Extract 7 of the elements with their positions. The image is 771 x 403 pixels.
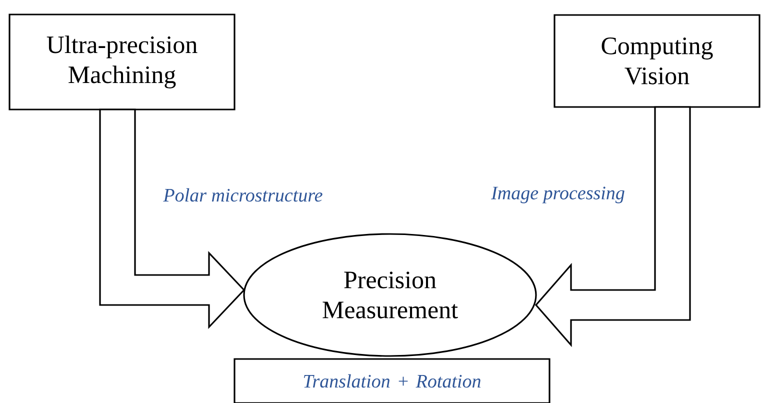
edge-label: Polar microstructure [163,188,322,202]
process-box: Computing Vision [554,14,760,108]
block-arrow [99,108,246,329]
process-box: Ultra-precision Machining [8,14,236,110]
edge-label: Image processing [491,186,624,204]
text-box: Translation + Rotation [234,358,550,403]
block-arrow [534,106,691,348]
